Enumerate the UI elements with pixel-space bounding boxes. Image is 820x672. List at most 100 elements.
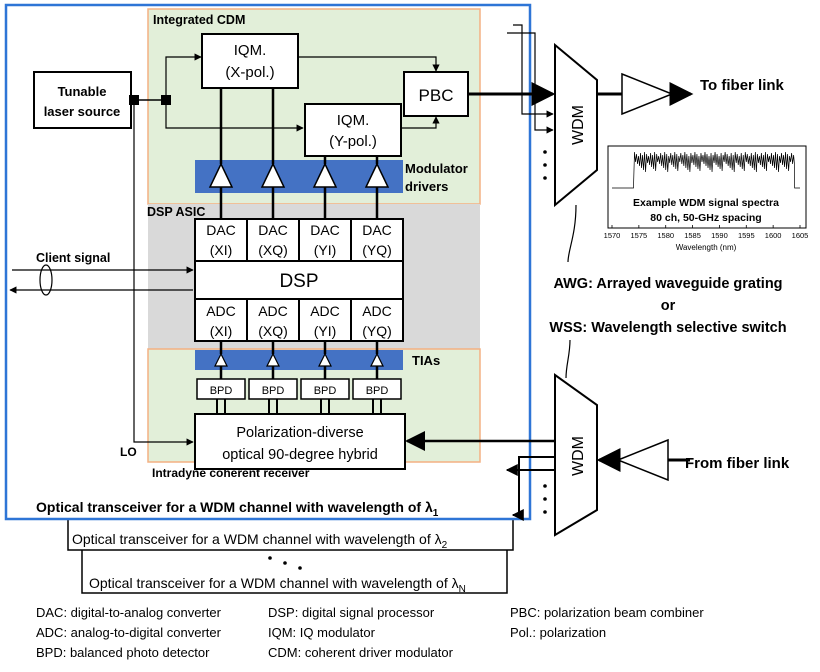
dac-yi-label-2: (YI) — [314, 242, 337, 258]
client-signal-bundle — [39, 264, 53, 296]
legend-iqm: IQM: IQ modulator — [268, 625, 376, 640]
transceiver-n-title: Optical transceiver for a WDM channel wi… — [89, 575, 466, 595]
dsp-label: DSP — [279, 271, 318, 292]
rx-amplifier — [615, 438, 669, 482]
tunable-laser-box — [33, 71, 132, 129]
lo-path-line — [133, 105, 194, 446]
tx-path-2 — [513, 24, 554, 118]
tia-bar — [195, 350, 403, 370]
hybrid-label-2: optical 90-degree hybrid — [222, 447, 378, 463]
adc-xi-label-1: ADC — [206, 303, 236, 319]
iqm-x-box — [201, 33, 299, 89]
tx-path-n — [507, 32, 554, 134]
hybrid-box — [194, 413, 406, 470]
laser-to-iqm-y — [165, 105, 304, 132]
legend-pbc: PBC: polarization beam combiner — [510, 605, 704, 620]
adc-yq-label-2: (YQ) — [362, 323, 392, 339]
transceiver-ellipsis — [268, 556, 302, 570]
iqm-y-label-2: (Y-pol.) — [329, 133, 377, 150]
mux-note-connector — [567, 204, 577, 263]
laser-label-1: Tunable — [58, 84, 107, 99]
adc-yq-label-1: ADC — [362, 303, 392, 319]
spectrum-trace — [612, 151, 800, 189]
adc-yq-box — [350, 298, 404, 342]
dac-yq-label-1: DAC — [362, 222, 392, 238]
awg-note-line-1: AWG: Arrayed waveguide grating — [553, 276, 782, 292]
iqm-x-to-pbc — [298, 56, 440, 72]
demux-ellipsis — [543, 484, 547, 514]
signal-wires — [208, 88, 390, 414]
adc-xi-box — [194, 298, 248, 342]
iqm-y-box — [304, 103, 402, 157]
dac-xq-label-2: (XQ) — [258, 242, 288, 258]
adc-yi-label-1: ADC — [310, 303, 340, 319]
splitter-node-1 — [129, 95, 139, 105]
receiver-title: Intradyne coherent receiver — [152, 466, 310, 480]
spectrum-xtick-label-1590: 1590 — [711, 231, 728, 240]
iqm-y-to-pbc — [401, 116, 440, 129]
demux-note-connector — [565, 339, 571, 379]
spectrum-ticks: 1570 1575 1580 1585 1590 1595 1600 1605 — [604, 225, 809, 240]
client-signal-label: Client signal — [36, 251, 110, 265]
adc-xi-label-2: (XI) — [210, 323, 233, 339]
dsp-asic-label: DSP ASIC — [147, 205, 205, 219]
laser-label-2: laser source — [44, 104, 121, 119]
to-fiber-label: To fiber link — [700, 77, 785, 94]
from-fiber-label: From fiber link — [685, 455, 790, 472]
spectrum-title-2: 80 ch, 50-GHz spacing — [650, 212, 761, 224]
legend-adc: ADC: analog-to-digital converter — [36, 625, 222, 640]
iqm-y-label-1: IQM. — [337, 112, 370, 129]
awg-note-line-3: WSS: Wavelength selective switch — [549, 320, 786, 336]
splitter-node-2 — [161, 95, 171, 105]
transceiver-2-title: Optical transceiver for a WDM channel wi… — [72, 531, 448, 551]
spectrum-xlabel: Wavelength (nm) — [676, 243, 737, 252]
adc-xq-label-1: ADC — [258, 303, 288, 319]
bpd-1-label: BPD — [210, 385, 233, 397]
wdm-mux-shape — [554, 42, 598, 208]
legend-bpd: BPD: balanced photo detector — [36, 645, 210, 660]
spectrum-xtick-label-1580: 1580 — [657, 231, 674, 240]
spectrum-xtick-label-1600: 1600 — [765, 231, 782, 240]
wdm-demux-label: WDM — [570, 436, 587, 476]
awg-note-line-2: or — [661, 298, 676, 314]
lo-label: LO — [120, 445, 137, 459]
legend-dsp: DSP: digital signal processor — [268, 605, 435, 620]
rx-path-2 — [511, 456, 555, 521]
dac-xi-label-1: DAC — [206, 222, 236, 238]
bpd-3-label: BPD — [314, 385, 337, 397]
dac-yi-label-1: DAC — [310, 222, 340, 238]
dac-yq-label-2: (YQ) — [362, 242, 392, 258]
adc-yi-box — [298, 298, 352, 342]
spectrum-inset: 1570 1575 1580 1585 1590 1595 1600 1605 — [604, 145, 809, 240]
adc-xq-label-2: (XQ) — [258, 323, 288, 339]
dac-xq-label-1: DAC — [258, 222, 288, 238]
legend-cdm: CDM: coherent driver modulator — [268, 645, 454, 660]
spectrum-xtick-label-1595: 1595 — [738, 231, 755, 240]
spectrum-xtick-label-1605: 1605 — [792, 231, 809, 240]
mux-ellipsis — [543, 150, 547, 180]
tx-amplifier — [621, 72, 675, 116]
hybrid-label-1: Polarization-diverse — [236, 425, 363, 441]
tias-label: TIAs — [412, 353, 440, 368]
spectrum-xtick-label-1570: 1570 — [604, 231, 621, 240]
pbc-label: PBC — [419, 86, 454, 105]
bpd-4-label: BPD — [366, 385, 389, 397]
cdm-title: Integrated CDM — [153, 13, 245, 27]
wdm-mux-label: WDM — [570, 105, 587, 145]
laser-to-iqm-x — [165, 53, 202, 95]
adc-yi-label-2: (YI) — [314, 323, 337, 339]
spectrum-xtick-label-1585: 1585 — [684, 231, 701, 240]
dac-xi-box — [194, 218, 248, 262]
mod-drivers-label-1: Modulator — [405, 161, 468, 176]
legend-pol: Pol.: polarization — [510, 625, 606, 640]
legend-dac: DAC: digital-to-analog converter — [36, 605, 222, 620]
spectrum-xtick-label-1575: 1575 — [631, 231, 648, 240]
iqm-x-label-1: IQM. — [234, 42, 267, 59]
dsp-box — [194, 260, 404, 300]
wdm-demux-shape — [554, 373, 598, 537]
mod-drivers-label-2: drivers — [405, 179, 448, 194]
iqm-x-label-2: (X-pol.) — [225, 64, 274, 81]
dac-xi-label-2: (XI) — [210, 242, 233, 258]
bpd-2-label: BPD — [262, 385, 285, 397]
